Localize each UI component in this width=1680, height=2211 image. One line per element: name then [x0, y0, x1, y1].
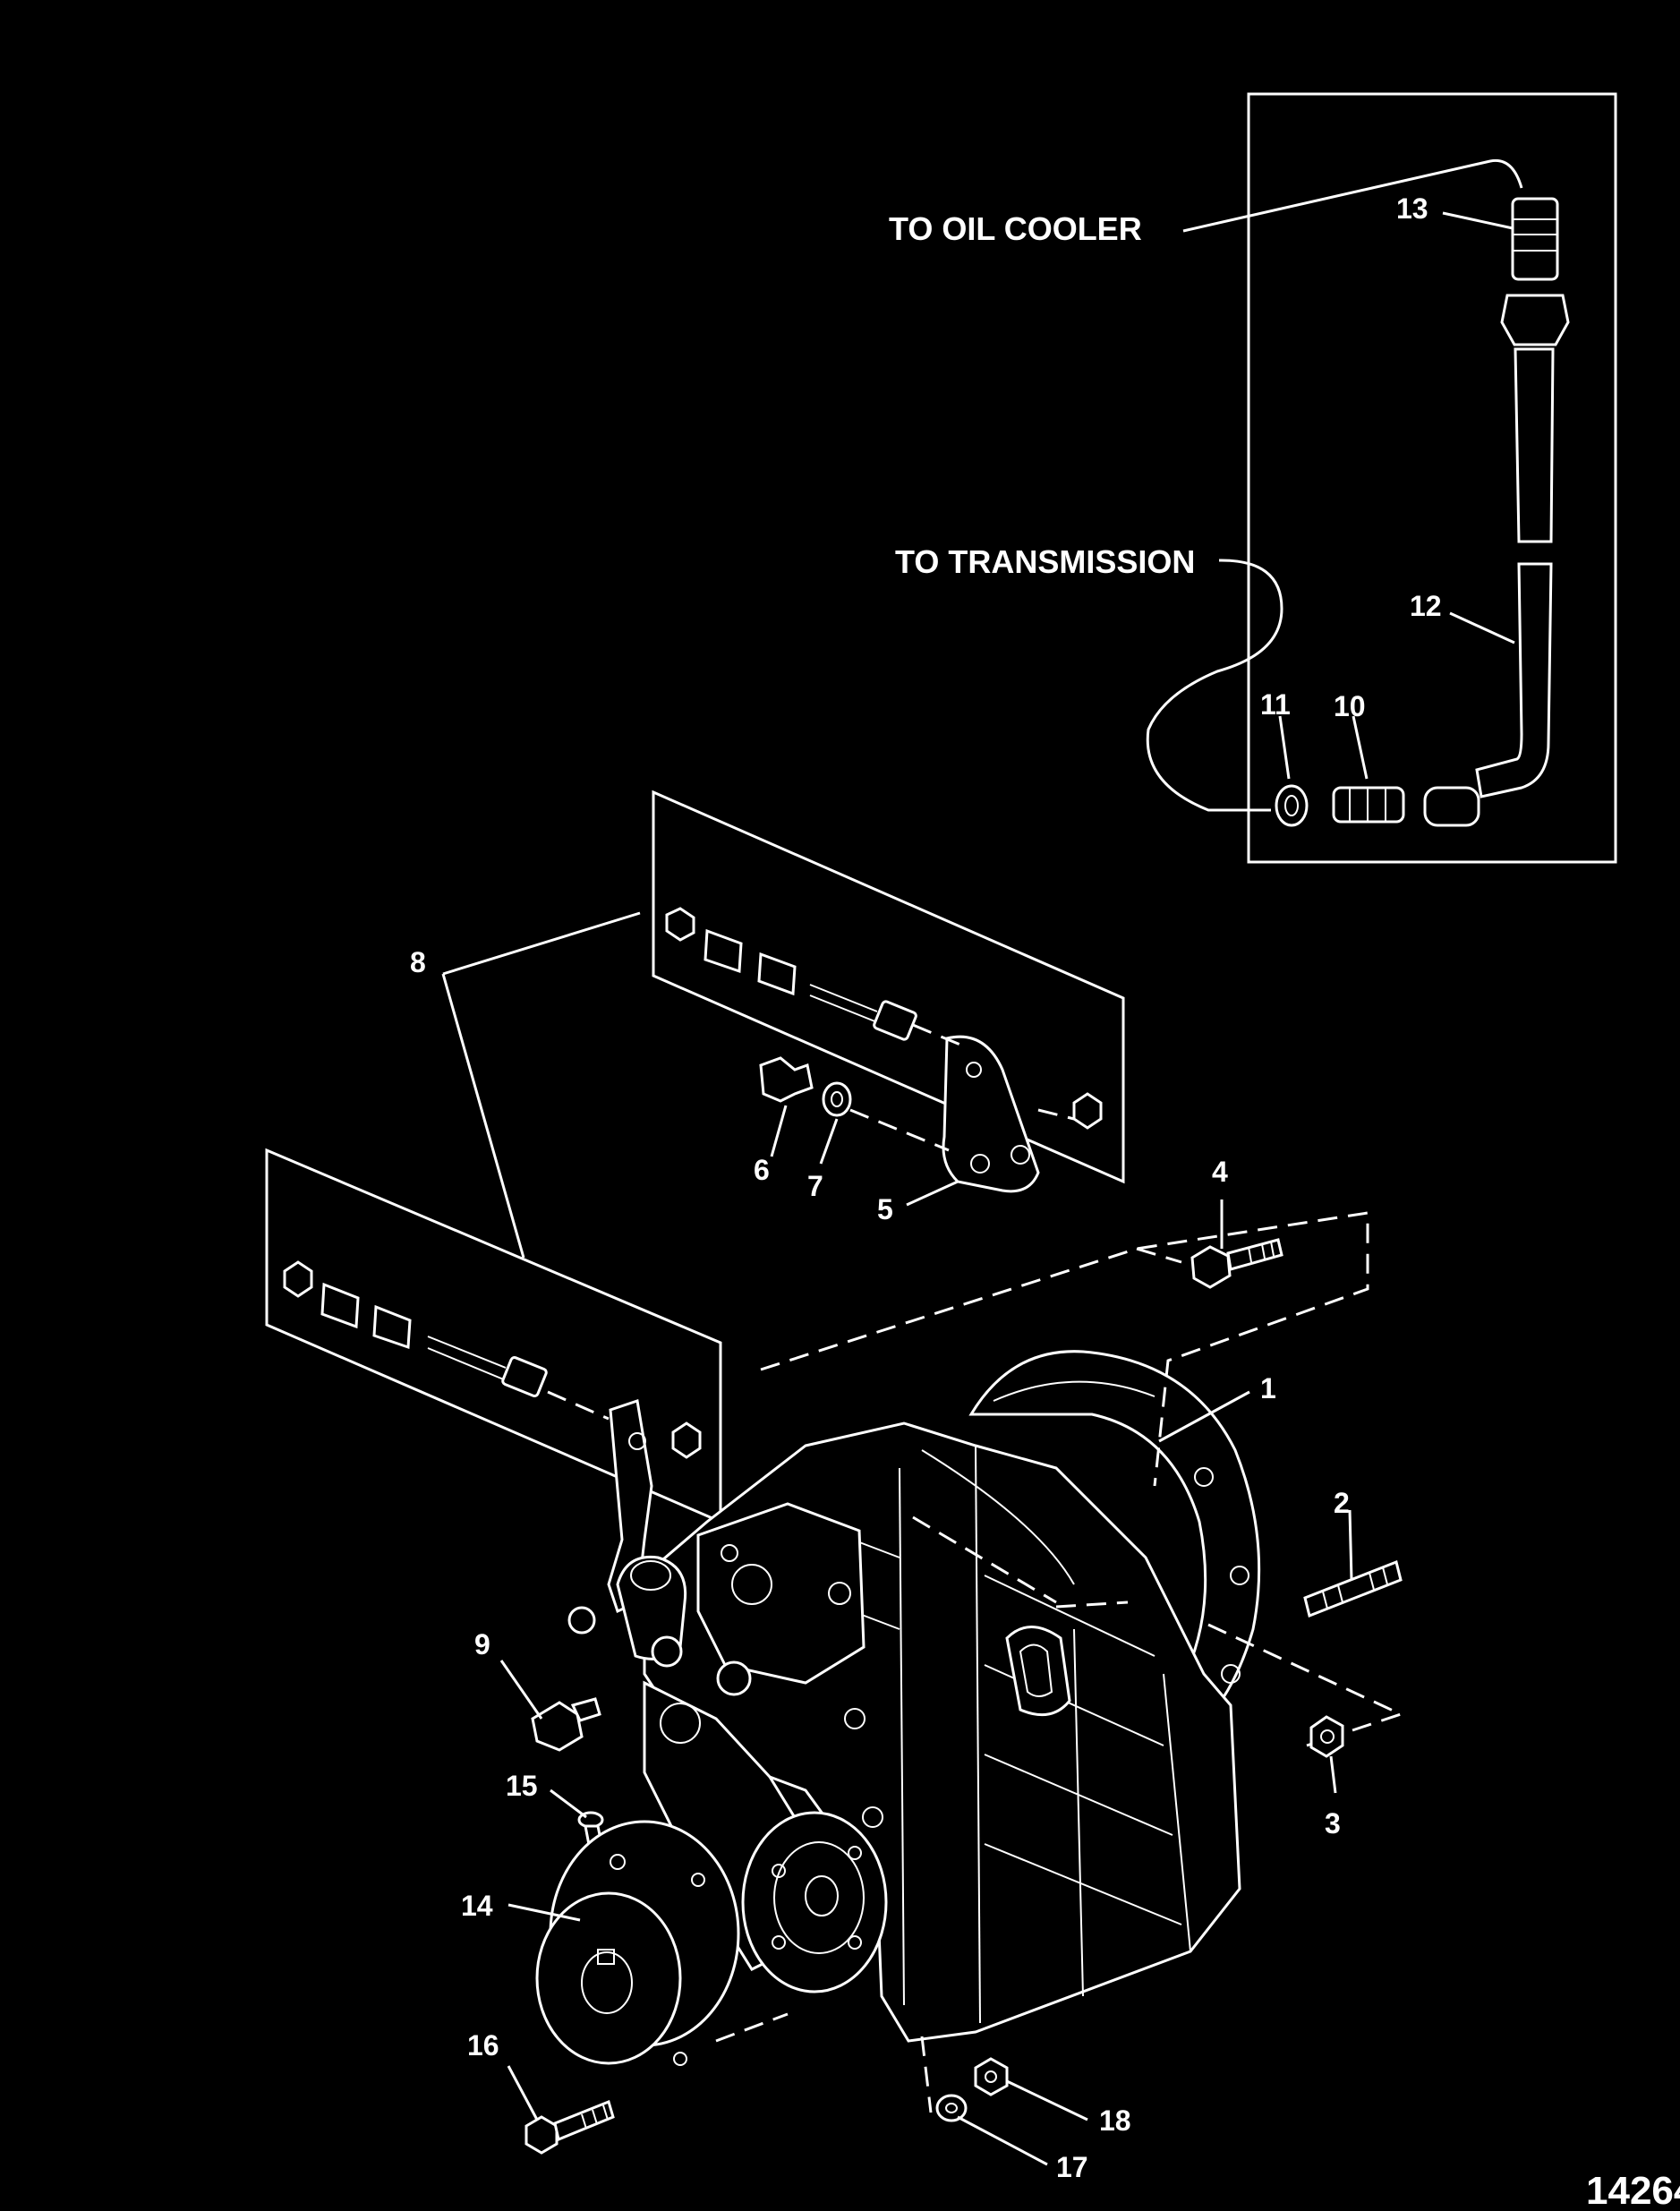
nut-18 — [974, 2057, 1009, 2096]
output-flange — [741, 1811, 888, 1993]
callout-15: 15 — [506, 1770, 538, 1802]
marine-transmission-housing-1 — [567, 1211, 1405, 2113]
callout-14: 14 — [461, 1890, 493, 1922]
bolt-16 — [524, 2099, 615, 2155]
callout-17: 17 — [1056, 2151, 1088, 2183]
callout-8: 8 — [410, 946, 426, 978]
bell-housing — [968, 1350, 1261, 1730]
valve-block — [696, 1502, 866, 1685]
stud-2 — [1303, 1559, 1403, 1618]
washer-17 — [935, 2094, 968, 2122]
lower-hardware-panel — [265, 1148, 722, 1524]
bolt-4 — [1190, 1238, 1283, 1289]
inset-frame — [1247, 92, 1617, 864]
upper-mount-bracket-set — [652, 790, 1125, 1193]
callout-7: 7 — [807, 1170, 823, 1202]
oil-hose-12 — [1423, 347, 1555, 827]
lower-mount-bracket-set — [265, 1148, 722, 1614]
callout-13: 13 — [1396, 192, 1428, 225]
to-transmission-leader — [1146, 559, 1283, 812]
to-oil-cooler-label: TO OIL COOLER — [889, 210, 1142, 247]
callout-16: 16 — [467, 2029, 499, 2062]
callout-10: 10 — [1334, 690, 1366, 722]
oil-cooler-hose-inset — [1146, 92, 1617, 864]
callout-5: 5 — [877, 1193, 893, 1225]
to-oil-cooler-leader — [1182, 158, 1523, 233]
callout-9: 9 — [474, 1628, 490, 1660]
to-transmission-label: TO TRANSMISSION — [895, 543, 1195, 580]
callout-leaders — [441, 211, 1515, 2166]
callout-12: 12 — [1410, 590, 1442, 622]
upper-hardware-panel — [652, 790, 1125, 1184]
figure-number: 14264 — [1586, 2169, 1680, 2211]
bolt-6 — [759, 1056, 814, 1103]
hose-end-fitting — [1423, 786, 1480, 827]
callout-6: 6 — [754, 1154, 770, 1186]
hose-fitting-13 — [1500, 197, 1570, 346]
callout-3: 3 — [1325, 1807, 1341, 1840]
nut-3 — [1309, 1715, 1344, 1758]
callout-18: 18 — [1099, 2104, 1131, 2137]
callout-4: 4 — [1212, 1156, 1228, 1188]
sender-switch-9 — [531, 1697, 601, 1752]
callout-2: 2 — [1334, 1487, 1350, 1519]
elbow-fitting-10 — [1332, 786, 1405, 824]
callout-11: 11 — [1260, 688, 1291, 721]
callout-1: 1 — [1260, 1372, 1276, 1404]
drive-coupler-14 — [535, 1820, 740, 2066]
washer-7 — [822, 1081, 852, 1117]
sealing-washer-11 — [1275, 784, 1309, 827]
